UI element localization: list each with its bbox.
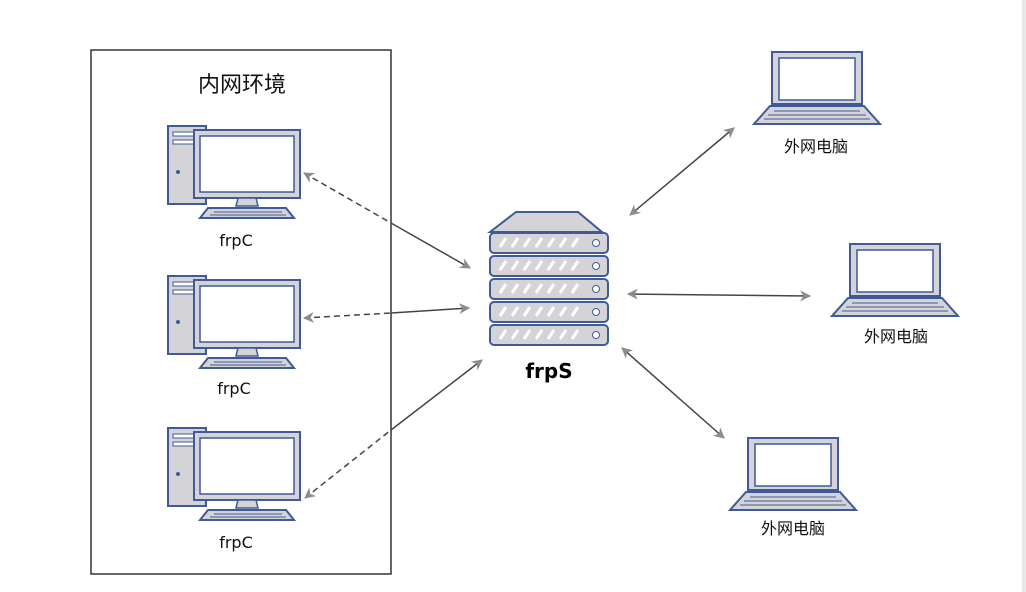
client-label-3: frpC xyxy=(219,533,253,552)
client-label-1: frpC xyxy=(219,231,253,250)
external-3-connection xyxy=(621,347,725,439)
client-1-connection xyxy=(303,172,471,269)
external-label-2: 外网电脑 xyxy=(864,327,928,346)
external-2-connection xyxy=(626,288,812,302)
client-computer-icon-2 xyxy=(167,275,301,369)
server-label: frpS xyxy=(525,359,572,383)
client-3-connection xyxy=(304,359,483,499)
intranet-boundary-box xyxy=(90,49,392,575)
window-edge xyxy=(1022,0,1026,592)
client-2-connection xyxy=(302,303,471,323)
external-laptop-icon-1 xyxy=(753,51,881,125)
external-1-connection xyxy=(629,127,735,216)
external-label-1: 外网电脑 xyxy=(784,137,848,156)
client-computer-icon-3 xyxy=(167,427,301,521)
intranet-title: 内网环境 xyxy=(198,73,286,98)
external-laptop-icon-3 xyxy=(729,437,857,511)
client-computer-icon-1 xyxy=(167,125,301,219)
external-label-3: 外网电脑 xyxy=(761,519,825,538)
server-icon xyxy=(487,211,609,346)
external-laptop-icon-2 xyxy=(831,243,959,317)
client-label-2: frpC xyxy=(217,379,251,398)
